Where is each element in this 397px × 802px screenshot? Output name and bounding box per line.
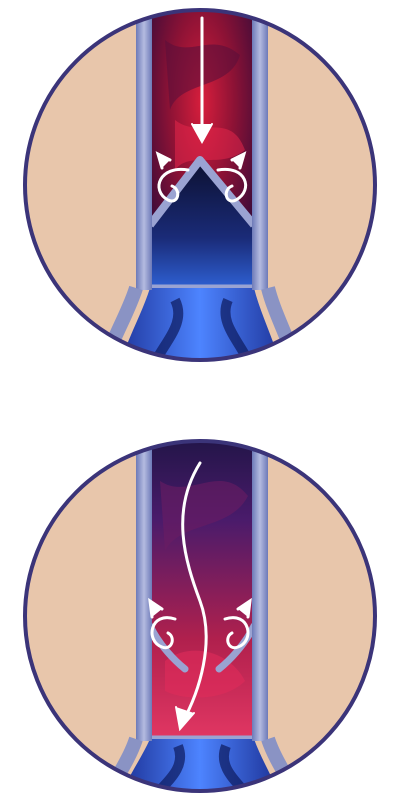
vein-wall-right: [252, 0, 268, 290]
open-valve-illustration: [0, 401, 397, 802]
closed-valve-illustration: [0, 0, 397, 401]
open-valve-diagram: [0, 401, 397, 802]
vein-wall-left: [136, 0, 152, 290]
closed-valve-diagram: [0, 0, 397, 401]
